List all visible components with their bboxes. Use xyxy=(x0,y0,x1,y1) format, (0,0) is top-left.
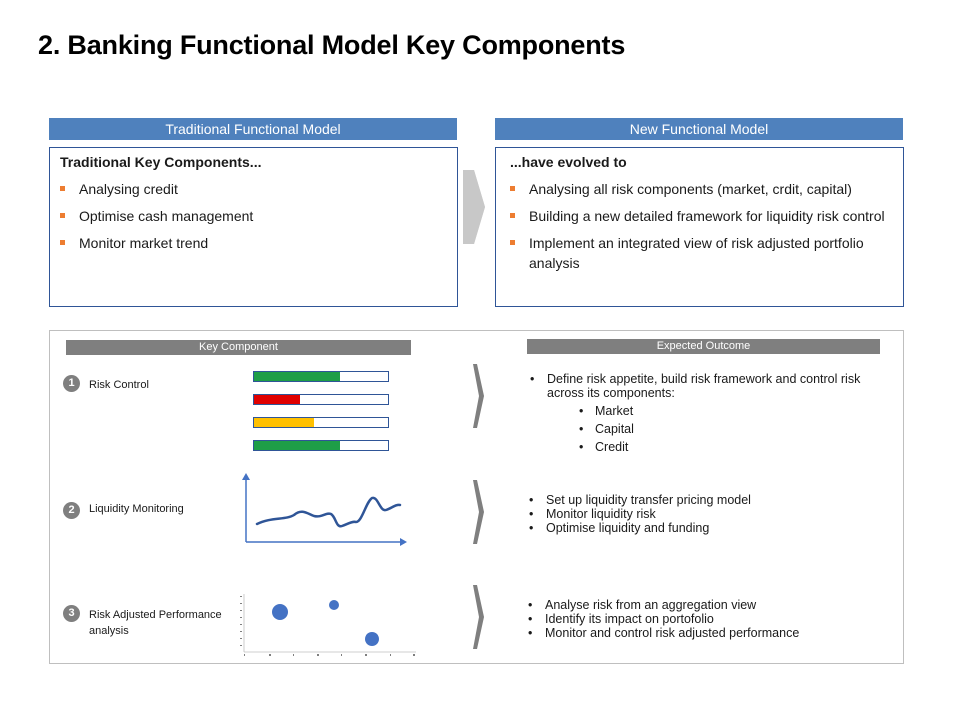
row-number-badge: 1 xyxy=(63,375,80,392)
risk-bar-fill xyxy=(254,372,340,381)
key-component-header: Key Component xyxy=(66,340,411,355)
risk-control-label: Risk Control xyxy=(89,379,149,391)
transition-arrow-icon xyxy=(463,170,485,244)
list-item: Optimise cash management xyxy=(60,206,447,226)
liquidity-monitoring-label: Liquidity Monitoring xyxy=(89,503,184,515)
traditional-box-title: Traditional Key Components... xyxy=(60,154,262,170)
risk-bar xyxy=(253,440,389,451)
orange-bullet-icon xyxy=(60,186,65,191)
list-item: Define risk appetite, build risk framewo… xyxy=(528,372,878,454)
orange-bullet-icon xyxy=(510,186,515,191)
traditional-components-box: Traditional Key Components... Analysing … xyxy=(49,147,458,307)
list-item: Monitor and control risk adjusted perfor… xyxy=(526,626,886,640)
list-item: Credit xyxy=(577,440,878,454)
risk-components-sublist: Market Capital Credit xyxy=(577,404,878,454)
list-item: Identify its impact on portofolio xyxy=(526,612,886,626)
page-title: 2. Banking Functional Model Key Componen… xyxy=(38,30,626,60)
chevron-right-icon xyxy=(473,480,484,544)
list-item: Analysing all risk components (market, c… xyxy=(510,179,891,199)
risk-bar xyxy=(253,371,389,382)
risk-adjusted-performance-label: Risk Adjusted Performance analysis xyxy=(89,609,222,637)
list-item: Analyse risk from an aggregation view xyxy=(526,598,886,612)
expected-outcome-header: Expected Outcome xyxy=(527,339,880,354)
new-model-header: New Functional Model xyxy=(495,118,903,140)
risk-bar xyxy=(253,417,389,428)
line-chart-icon xyxy=(242,473,407,546)
list-item: Monitor market trend xyxy=(60,233,447,253)
orange-bullet-icon xyxy=(60,213,65,218)
risk-control-outcomes: Define risk appetite, build risk framewo… xyxy=(528,372,878,458)
row-number-badge: 3 xyxy=(63,605,80,622)
new-list: Analysing all risk components (market, c… xyxy=(510,179,891,280)
orange-bullet-icon xyxy=(60,240,65,245)
liquidity-outcomes: Set up liquidity transfer pricing model … xyxy=(527,493,877,535)
performance-outcomes: Analyse risk from an aggregation view Id… xyxy=(526,598,886,640)
list-item: Monitor liquidity risk xyxy=(527,507,877,521)
new-box-title: ...have evolved to xyxy=(510,154,627,170)
risk-bar xyxy=(253,394,389,405)
new-components-box: ...have evolved to Analysing all risk co… xyxy=(495,147,904,307)
list-item: Set up liquidity transfer pricing model xyxy=(527,493,877,507)
list-item: Analysing credit xyxy=(60,179,447,199)
chevron-right-icon xyxy=(473,585,484,649)
traditional-model-header: Traditional Functional Model xyxy=(49,118,457,140)
bubble-chart-icon xyxy=(240,594,416,656)
list-item: Building a new detailed framework for li… xyxy=(510,206,891,226)
list-item: Optimise liquidity and funding xyxy=(527,521,877,535)
components-panel xyxy=(49,330,904,664)
row-number-badge: 2 xyxy=(63,502,80,519)
list-item: Market xyxy=(577,404,878,418)
traditional-list: Analysing credit Optimise cash managemen… xyxy=(60,179,447,260)
risk-bar-fill xyxy=(254,441,340,450)
risk-bar-fill xyxy=(254,395,300,404)
orange-bullet-icon xyxy=(510,240,515,245)
list-item: Capital xyxy=(577,422,878,436)
risk-bar-fill xyxy=(254,418,315,427)
chevron-right-icon xyxy=(473,364,484,428)
list-item: Implement an integrated view of risk adj… xyxy=(510,233,891,273)
orange-bullet-icon xyxy=(510,213,515,218)
